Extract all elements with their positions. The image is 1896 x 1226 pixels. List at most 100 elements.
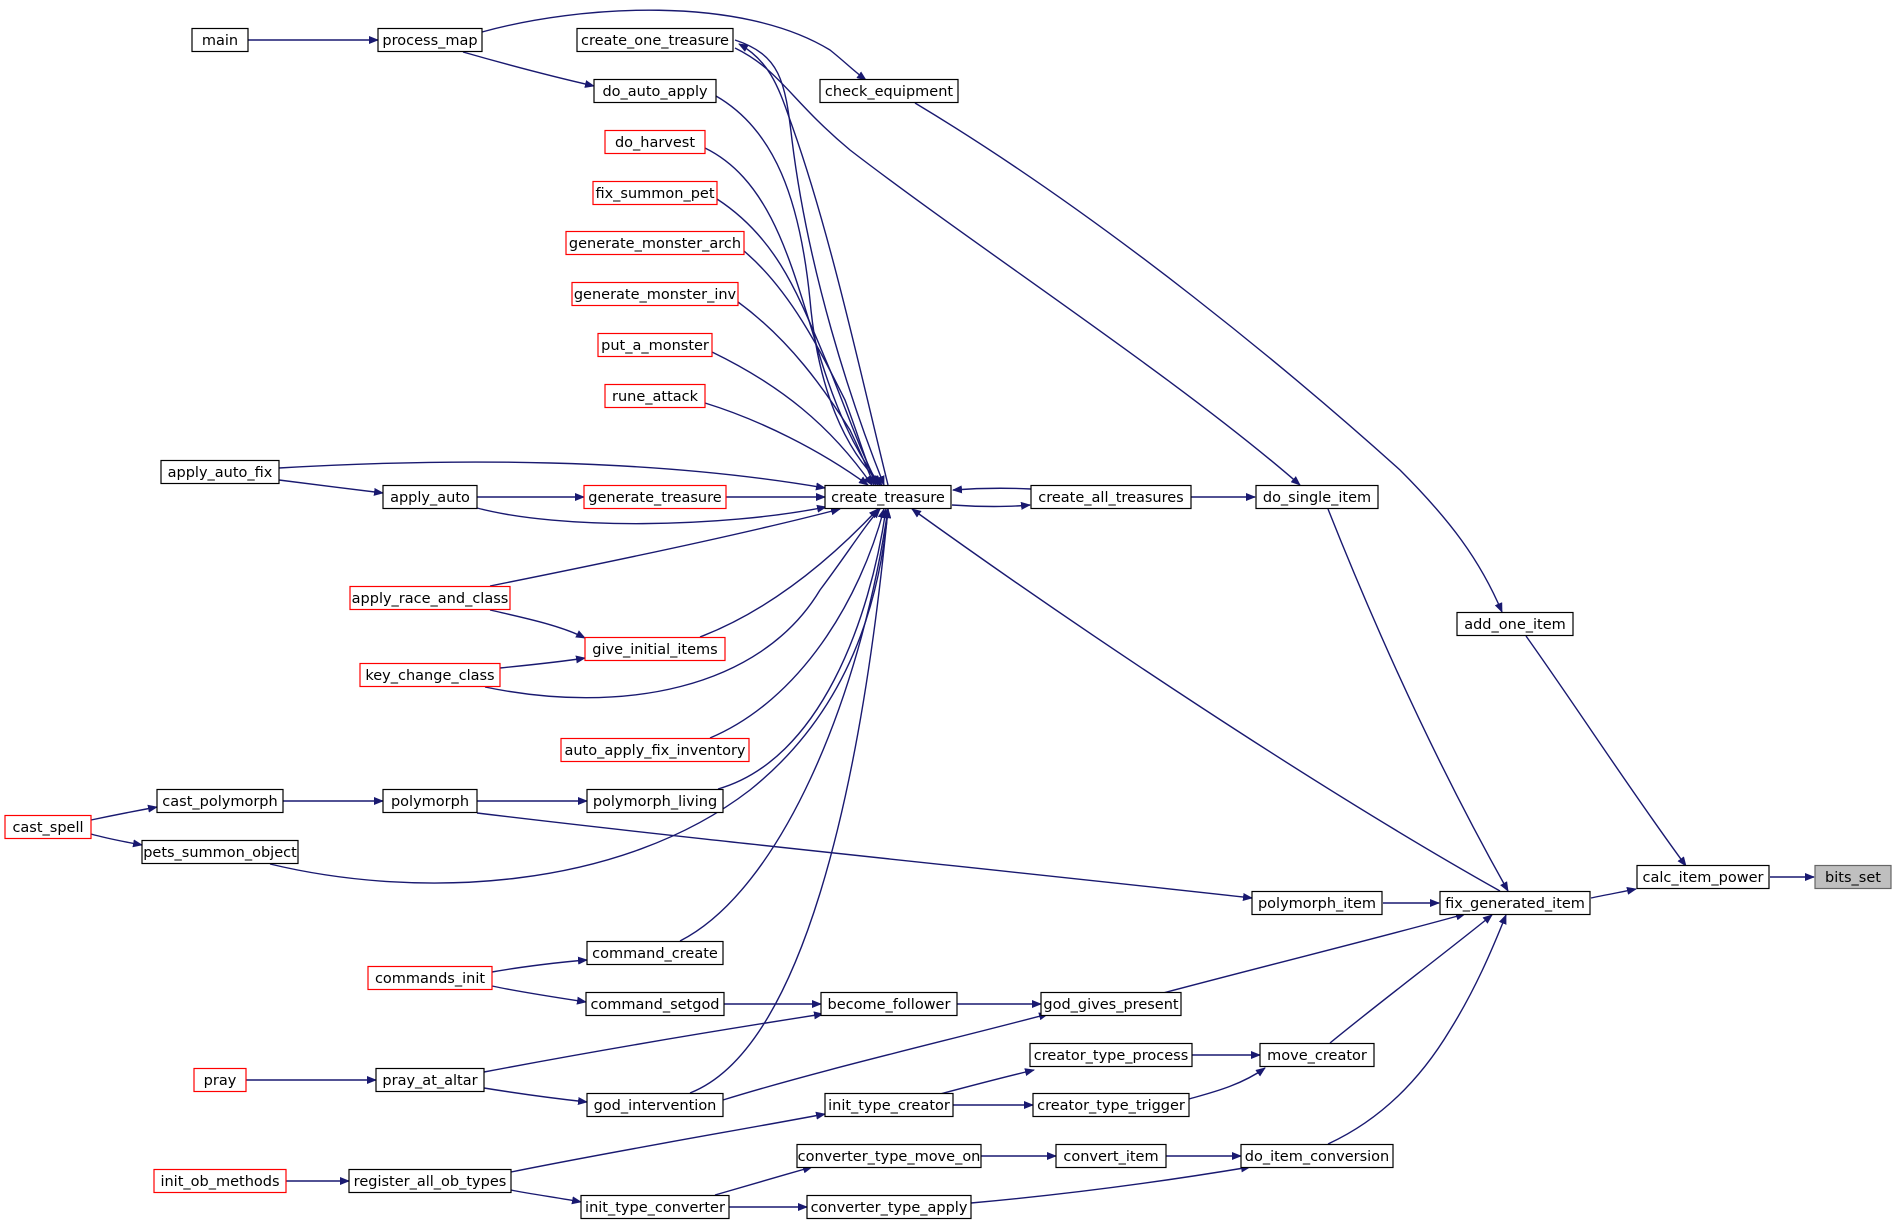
node-process-map[interactable]: process_map [377,27,483,53]
node-pray-at-altar[interactable]: pray_at_altar [375,1067,485,1093]
node-commands-init[interactable]: commands_init [367,965,493,991]
node-label: commands_init [375,971,485,987]
node-check-equipment[interactable]: check_equipment [819,78,959,104]
node-rune-attack[interactable]: rune_attack [604,383,706,409]
node-creator-type-process[interactable]: creator_type_process [1029,1042,1193,1068]
node-box [604,383,706,409]
edge-apply_auto_fix-to-create_treasure [278,461,826,491]
node-label: generate_monster_arch [569,236,741,252]
edge-create_treasure-to-create_one_treasure [738,43,889,486]
node-apply-auto[interactable]: apply_auto [382,484,478,510]
node-label: polymorph_living [593,794,717,810]
edge-god_intervention-to-god_gives_present [722,1012,1049,1101]
edge-apply_auto_fix-to-apply_auto [278,479,384,496]
node-box [191,27,249,53]
node-god-gives-present[interactable]: god_gives_present [1040,991,1182,1017]
node-box [796,1143,982,1169]
node-main[interactable]: main [191,27,249,53]
node-init-ob-methods[interactable]: init_ob_methods [153,1168,287,1194]
node-god-intervention[interactable]: god_intervention [586,1092,724,1118]
node-create-all-treasures[interactable]: create_all_treasures [1030,484,1192,510]
node-put-a-monster[interactable]: put_a_monster [597,332,713,358]
node-do-auto-apply[interactable]: do_auto_apply [593,78,717,104]
node-label: register_all_ob_types [354,1174,507,1190]
edge-apply_auto-to-create_treasure [476,504,827,525]
node-command-setgod[interactable]: command_setgod [585,991,725,1017]
node-command-create[interactable]: command_create [586,940,724,966]
node-fix-summon-pet[interactable]: fix_summon_pet [592,180,718,206]
node-label: become_follower [828,997,951,1013]
node-do-harvest[interactable]: do_harvest [604,129,706,155]
node-init-type-converter[interactable]: init_type_converter [580,1194,730,1220]
edge-rune_attack-to-create_treasure [704,402,869,486]
edge-command_create-to-create_treasure [679,508,891,942]
edge-generate_monster_inv-to-create_treasure [737,301,875,486]
node-apply-race-and-class[interactable]: apply_race_and_class [349,585,511,611]
node-box [576,27,734,53]
node-move-creator[interactable]: move_creator [1259,1042,1375,1068]
node-calc-item-power[interactable]: calc_item_power [1636,864,1770,890]
edge-god_gives_present-to-fix_generated_item [1162,912,1466,994]
edge-check_equipment-to-add_one_item [914,102,1503,613]
node-give-initial-items[interactable]: give_initial_items [584,636,726,662]
node-do-item-conversion[interactable]: do_item_conversion [1240,1143,1394,1169]
node-box [824,484,952,510]
node-apply-auto-fix[interactable]: apply_auto_fix [160,459,280,485]
node-init-type-creator[interactable]: init_type_creator [824,1092,954,1118]
node-box [377,27,483,53]
edge-create_treasure-to-create_all_treasures [951,501,1031,510]
node-pray[interactable]: pray [193,1067,247,1093]
node-pets-summon-object[interactable]: pets_summon_object [141,839,299,865]
node-polymorph[interactable]: polymorph [382,788,478,814]
node-box [585,991,725,1017]
node-cast-polymorph[interactable]: cast_polymorph [156,788,284,814]
node-box [580,1194,730,1220]
node-generate-treasure[interactable]: generate_treasure [583,484,727,510]
node-polymorph-item[interactable]: polymorph_item [1251,890,1383,916]
node-label: do_auto_apply [602,84,708,100]
edge-god_intervention-to-create_treasure [689,508,892,1094]
node-become-follower[interactable]: become_follower [820,991,958,1017]
node-converter-type-apply[interactable]: converter_type_apply [806,1194,972,1220]
node-box [820,991,958,1017]
edge-key_change_class-to-create_treasure [484,508,881,699]
node-convert-item[interactable]: convert_item [1055,1143,1167,1169]
edge-init_type_converter-to-converter_type_move_on [714,1165,813,1196]
node-auto-apply-fix-inventory[interactable]: auto_apply_fix_inventory [560,737,750,763]
node-box [193,1067,247,1093]
node-create-treasure[interactable]: create_treasure [824,484,952,510]
node-key-change-class[interactable]: key_change_class [359,662,501,688]
node-generate-monster-arch[interactable]: generate_monster_arch [565,230,745,256]
node-label: converter_type_move_on [798,1149,981,1165]
edges-layer [90,9,1815,1211]
edge-fix_generated_item-to-calc_item_power [1590,886,1637,899]
node-label: fix_generated_item [1445,896,1585,912]
node-box [583,484,727,510]
node-box [1636,864,1770,890]
node-polymorph-living[interactable]: polymorph_living [586,788,724,814]
node-label: bits_set [1825,870,1881,886]
node-bits-set[interactable]: bits_set [1814,864,1892,890]
node-box [1259,1042,1375,1068]
node-label: init_ob_methods [160,1174,279,1190]
node-cast-spell[interactable]: cast_spell [4,814,92,840]
node-generate-monster-inv[interactable]: generate_monster_inv [571,281,739,307]
node-converter-type-move-on[interactable]: converter_type_move_on [796,1143,982,1169]
node-do-single-item[interactable]: do_single_item [1255,484,1379,510]
node-box [571,281,739,307]
node-label: do_single_item [1263,490,1371,506]
edge-pray_at_altar-to-become_follower [483,1011,824,1073]
node-create-one-treasure[interactable]: create_one_treasure [576,27,734,53]
node-fix-generated-item[interactable]: fix_generated_item [1439,890,1591,916]
edge-create_all_treasures-to-create_treasure [952,485,1032,494]
edge-auto_apply_fix_inventory-to-create_treasure [709,508,886,739]
node-box [1814,864,1892,890]
node-box [597,332,713,358]
edge-fix_summon_pet-to-create_treasure [716,198,879,486]
node-add-one-item[interactable]: add_one_item [1456,611,1574,637]
node-creator-type-trigger[interactable]: creator_type_trigger [1032,1092,1190,1118]
edge-give_initial_items-to-create_treasure [699,508,879,638]
node-register-all-ob-types[interactable]: register_all_ob_types [348,1168,512,1194]
node-label: key_change_class [365,668,494,684]
edge-polymorph_living-to-create_treasure [717,508,889,790]
